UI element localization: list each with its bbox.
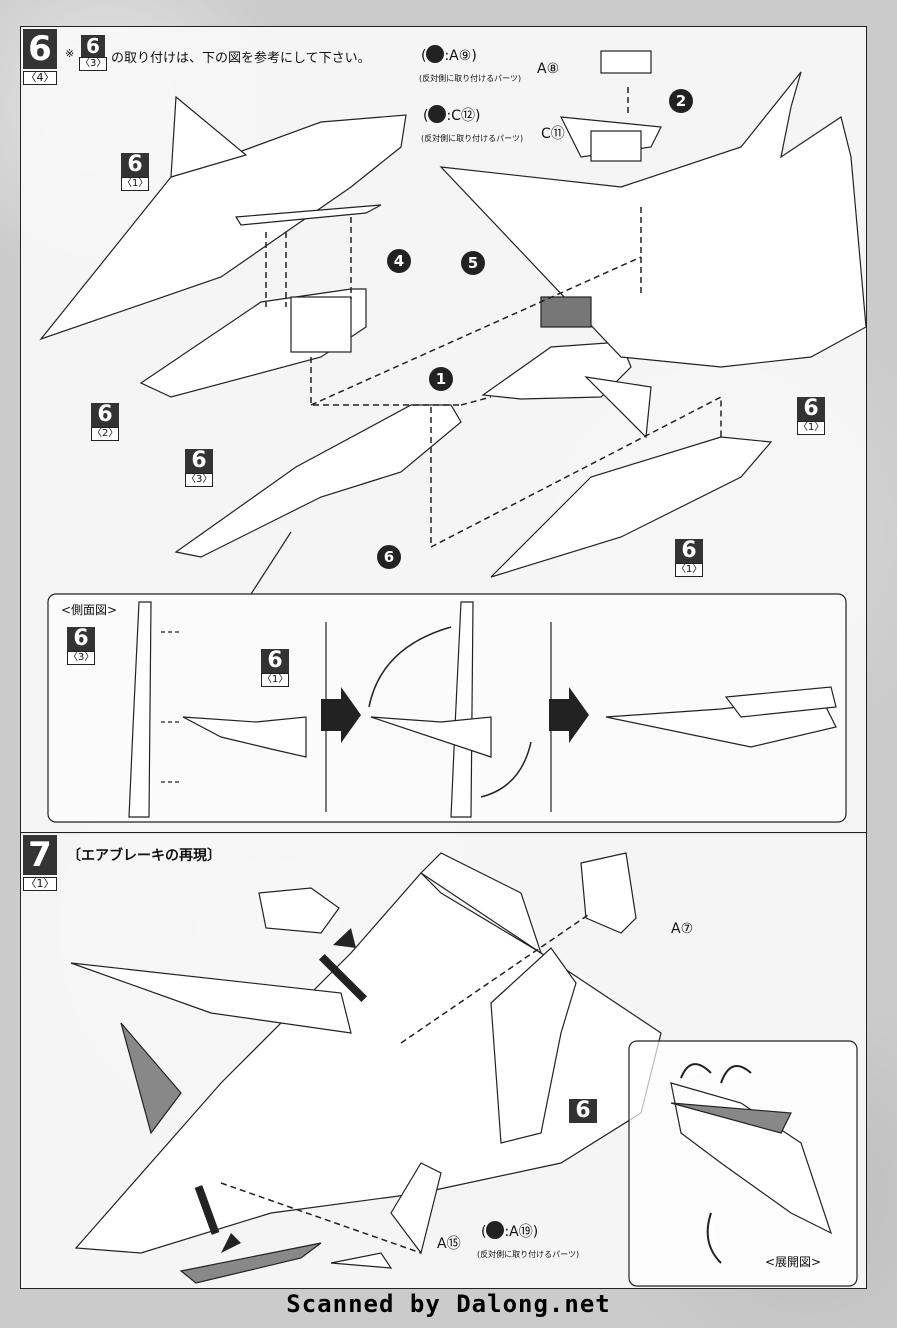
note-mark: ※ — [65, 47, 75, 60]
ref-6-1-right: 6〈1〉 — [797, 396, 825, 435]
alt-part-label: (:A⑲) — [481, 1221, 538, 1241]
mirror-icon — [428, 105, 447, 123]
order-2: 2 — [669, 89, 693, 113]
scanner-credit: Scanned by Dalong.net — [286, 1290, 611, 1318]
order-5: 5 — [461, 251, 485, 275]
ref-6-3: 6〈3〉 — [185, 448, 213, 487]
mirror-icon — [486, 1221, 505, 1239]
ref-6-1-bottom: 6〈1〉 — [675, 538, 703, 577]
note-ref: 6 〈3〉 — [79, 34, 107, 71]
side-ref-6-1: 6〈1〉 — [261, 648, 289, 687]
alt-part-1-note: (反対側に取り付けるパーツ) — [419, 74, 522, 83]
ref-6-2: 6〈2〉 — [91, 402, 119, 441]
step-6-instruction: の取り付けは、下の図を参考にして下さい。 — [111, 51, 371, 66]
step-6-panel: 6 〈4〉 ※ 6 〈3〉 の取り付けは、下の図を参考にして下さい。 (:A⑨)… — [20, 26, 867, 834]
part-a8-label: A⑧ — [537, 61, 560, 77]
step-6-illustration — [39, 50, 866, 823]
side-view-label: <側面図> — [61, 603, 118, 617]
step-7-panel: 7 〈1〉 〔エアブレーキの再現〕 — [20, 832, 867, 1289]
order-6: 6 — [377, 545, 401, 569]
mirror-icon — [426, 45, 445, 63]
step-7-number: 7 — [23, 835, 57, 875]
ref-6: 6 — [569, 1099, 597, 1123]
alt-part-2-note: (反対側に取り付けるパーツ) — [421, 134, 524, 143]
side-ref-6-3: 6〈3〉 — [67, 626, 95, 665]
step-7-title: 〔エアブレーキの再現〕 — [67, 848, 221, 864]
order-4: 4 — [387, 249, 411, 273]
expand-view-label: <展開図> — [765, 1255, 822, 1269]
step-7-illustration — [70, 852, 858, 1287]
ref-6-1-top: 6〈1〉 — [121, 152, 149, 191]
alt-part-1-label: (:A⑨) — [421, 45, 477, 64]
part-c11-label: C⑪ — [541, 126, 565, 142]
order-1: 1 — [429, 367, 453, 391]
alt-part-note: (反対側に取り付けるパーツ) — [477, 1250, 580, 1259]
part-a7-label: A⑦ — [671, 921, 694, 937]
alt-part-2-label: (:C⑫) — [423, 105, 480, 125]
part-a15-label: A⑮ — [437, 1236, 461, 1252]
step-6-subnumber: 〈4〉 — [23, 71, 57, 85]
step-6-number: 6 — [23, 29, 57, 69]
step-7-subnumber: 〈1〉 — [23, 877, 57, 891]
